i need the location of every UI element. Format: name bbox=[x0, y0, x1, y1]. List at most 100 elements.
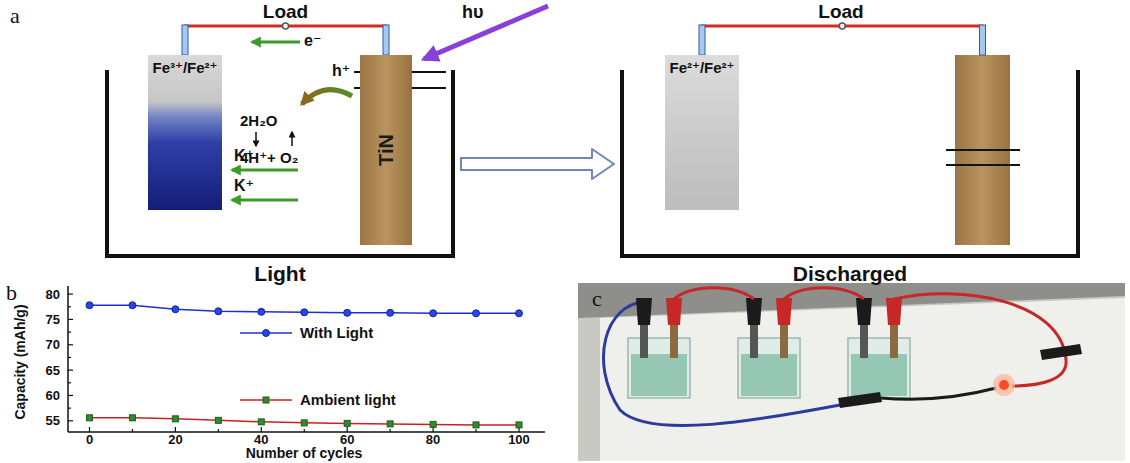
electrode-label: Fe²⁺/Fe²⁺ bbox=[669, 59, 734, 76]
tick-mark bbox=[68, 370, 73, 371]
iron-electrode: Fe³⁺/Fe²⁺ bbox=[148, 55, 222, 210]
band-level bbox=[946, 149, 1020, 151]
panel-letter: c bbox=[592, 286, 602, 311]
tick-mark bbox=[218, 429, 219, 432]
panel-letter: b bbox=[6, 280, 17, 305]
photo-clip bbox=[1040, 344, 1082, 360]
electron-arrow bbox=[252, 41, 300, 44]
tick-mark bbox=[304, 429, 305, 432]
tick-label: 80 bbox=[426, 433, 440, 446]
photo-wire bbox=[784, 288, 864, 299]
photo-clip bbox=[838, 392, 882, 408]
tin-electrode: TiN bbox=[360, 55, 412, 245]
photo-liquid bbox=[741, 354, 797, 396]
tick-mark bbox=[68, 331, 71, 332]
data-marker bbox=[301, 309, 308, 316]
data-marker bbox=[87, 415, 93, 421]
data-marker bbox=[129, 415, 135, 421]
photo-wire bbox=[894, 294, 1066, 386]
data-marker bbox=[516, 310, 523, 317]
data-marker bbox=[215, 308, 222, 315]
wire-rail bbox=[182, 25, 188, 55]
ion-arrow bbox=[232, 199, 298, 202]
light-arrow bbox=[424, 6, 548, 59]
photo-clip bbox=[636, 298, 652, 325]
electrode-label: Fe³⁺/Fe²⁺ bbox=[152, 59, 217, 76]
load-label: Load bbox=[816, 2, 865, 21]
photo-clip bbox=[886, 298, 902, 325]
wire-rail bbox=[699, 25, 705, 55]
led-glow bbox=[993, 374, 1015, 396]
wire-details bbox=[182, 23, 986, 55]
panel-heading: Discharged bbox=[624, 262, 1076, 286]
tick-mark bbox=[475, 429, 476, 432]
tick-mark bbox=[261, 427, 262, 432]
axis-title: Capacity (mAh/g) bbox=[13, 304, 27, 419]
tick-mark bbox=[89, 427, 90, 432]
reaction-label: 4H⁺+ O₂ bbox=[240, 149, 298, 166]
tick-mark bbox=[175, 427, 176, 432]
load-symbol bbox=[839, 23, 845, 29]
electron-label: e⁻ bbox=[304, 32, 321, 50]
panel-heading: Light bbox=[109, 262, 451, 286]
band-level bbox=[946, 164, 1020, 166]
led bbox=[999, 380, 1009, 390]
tick-mark bbox=[68, 408, 71, 409]
hole-transfer-arrow bbox=[302, 90, 352, 104]
data-marker bbox=[387, 421, 393, 427]
tick-label: 60 bbox=[340, 433, 354, 446]
data-marker bbox=[430, 310, 437, 317]
photo-wire bbox=[881, 388, 996, 399]
axis-title: Number of cycles bbox=[246, 446, 363, 460]
tick-label: 80 bbox=[46, 288, 60, 301]
tick-label: 65 bbox=[46, 364, 60, 377]
data-marker bbox=[172, 416, 178, 422]
electrode-label: TiN bbox=[375, 134, 398, 166]
ion-label: K⁺ bbox=[234, 177, 254, 195]
hole-label: h⁺ bbox=[332, 62, 350, 80]
ion-arrow bbox=[232, 169, 298, 172]
reaction-label: 2H₂O bbox=[240, 112, 278, 129]
tick-mark bbox=[68, 319, 73, 320]
data-marker bbox=[344, 309, 351, 316]
tick-label: 0 bbox=[86, 433, 93, 446]
legend-sample bbox=[240, 330, 292, 337]
tick-mark bbox=[68, 293, 73, 294]
tick-label: 60 bbox=[46, 389, 60, 402]
data-marker bbox=[430, 421, 436, 427]
tick-mark bbox=[68, 306, 71, 307]
tick-label: 100 bbox=[508, 433, 530, 446]
data-marker bbox=[387, 309, 394, 316]
data-line bbox=[90, 418, 520, 425]
legend-marker bbox=[263, 397, 269, 403]
tick-mark bbox=[68, 395, 73, 396]
x-axis bbox=[68, 431, 545, 433]
data-marker bbox=[301, 420, 307, 426]
photo-liquid bbox=[851, 354, 907, 396]
light-label: hυ bbox=[462, 2, 483, 23]
data-marker bbox=[258, 419, 264, 425]
y-axis bbox=[67, 286, 69, 432]
reaction-arrow bbox=[291, 132, 293, 146]
photo-wire bbox=[674, 288, 754, 299]
data-marker bbox=[129, 302, 136, 309]
tick-label: 20 bbox=[168, 433, 182, 446]
photo-cell bbox=[848, 338, 910, 398]
data-marker bbox=[473, 310, 480, 317]
legend-marker bbox=[263, 330, 270, 337]
photo-liquid bbox=[631, 354, 687, 396]
tick-mark bbox=[390, 429, 391, 432]
tick-mark bbox=[68, 420, 73, 421]
data-marker bbox=[258, 308, 265, 315]
process-arrow bbox=[461, 149, 614, 179]
tick-label: 40 bbox=[254, 433, 268, 446]
data-marker bbox=[172, 306, 179, 313]
legend-sample bbox=[240, 397, 292, 403]
wire-rail bbox=[383, 25, 389, 55]
circuit-wire bbox=[702, 26, 983, 55]
data-marker bbox=[344, 420, 350, 426]
circuit-wire bbox=[185, 26, 386, 55]
cell-beaker: Fe²⁺/Fe²⁺Discharged bbox=[620, 70, 1080, 258]
legend-label: With Light bbox=[300, 324, 373, 341]
